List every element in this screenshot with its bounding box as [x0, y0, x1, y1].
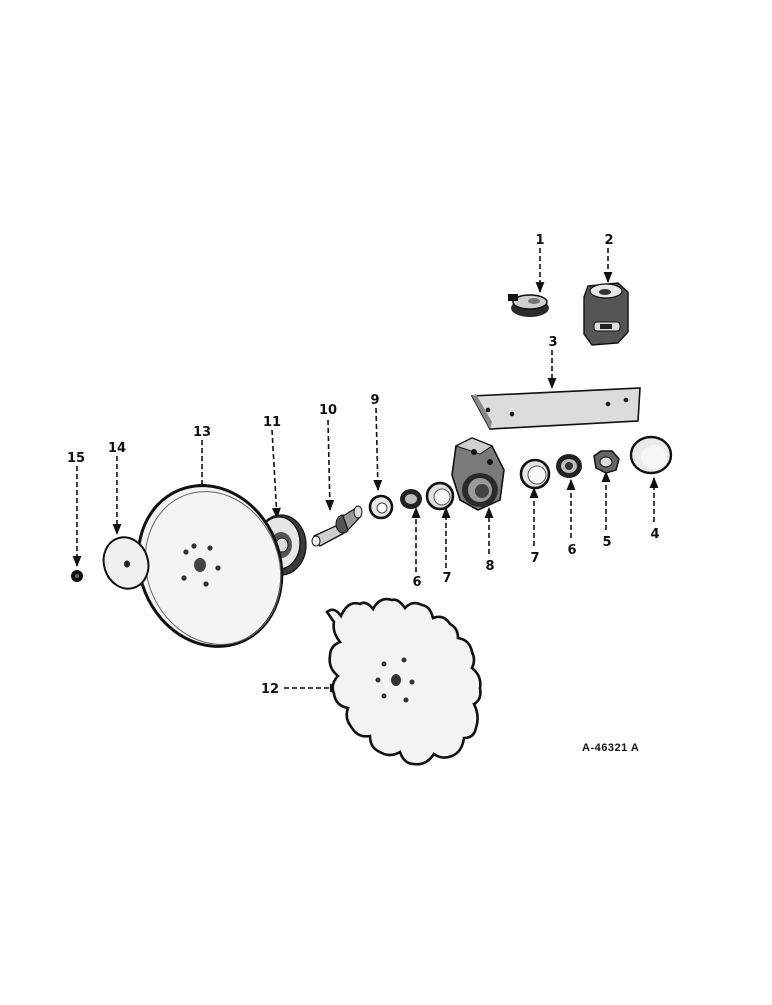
callout-4: 4 — [650, 527, 659, 542]
callout-1: 1 — [535, 233, 544, 248]
part-14-dust-plate — [102, 536, 150, 590]
part-6b-bearing — [556, 454, 582, 478]
reference-code: A-46321 A — [582, 742, 640, 754]
callout-14: 14 — [108, 441, 126, 456]
callout-labels: 1 2 3 4 5 6 6 7 7 8 9 10 11 12 13 14 15 — [67, 233, 660, 697]
part-8-bearing-housing — [451, 437, 505, 511]
part-1-cap — [508, 294, 549, 317]
callout-15: 15 — [67, 451, 85, 466]
part-4-dust-cap — [629, 435, 673, 475]
callout-7a: 7 — [442, 571, 451, 586]
callout-9: 9 — [370, 393, 379, 408]
leader-10 — [325, 419, 335, 512]
leader-lines — [72, 248, 659, 693]
callout-13: 13 — [193, 425, 211, 440]
callout-2: 2 — [604, 233, 613, 248]
part-15-nut — [71, 570, 83, 582]
part-9-washer — [368, 494, 394, 520]
callout-7b: 7 — [530, 551, 539, 566]
part-10-spindle — [311, 505, 363, 547]
part-7a-bearing-cup — [425, 481, 455, 511]
part-6a-bearing — [400, 489, 422, 509]
part-2-bracket — [583, 282, 629, 346]
callout-8: 8 — [485, 559, 494, 574]
part-13-plain-disc — [136, 484, 284, 648]
callout-3: 3 — [548, 335, 557, 350]
part-3-flat-bar — [470, 387, 641, 430]
callout-6a: 6 — [412, 575, 421, 590]
callout-10: 10 — [319, 403, 337, 418]
part-5-hex-nut — [593, 450, 620, 474]
callout-11: 11 — [263, 415, 281, 430]
callout-12: 12 — [261, 682, 279, 697]
callout-6b: 6 — [567, 543, 576, 558]
part-7b-bearing-cup — [519, 458, 551, 490]
leader-9 — [373, 407, 383, 492]
part-12-notched-disc — [325, 597, 482, 766]
leader-11 — [271, 429, 281, 520]
callout-5: 5 — [602, 535, 611, 550]
